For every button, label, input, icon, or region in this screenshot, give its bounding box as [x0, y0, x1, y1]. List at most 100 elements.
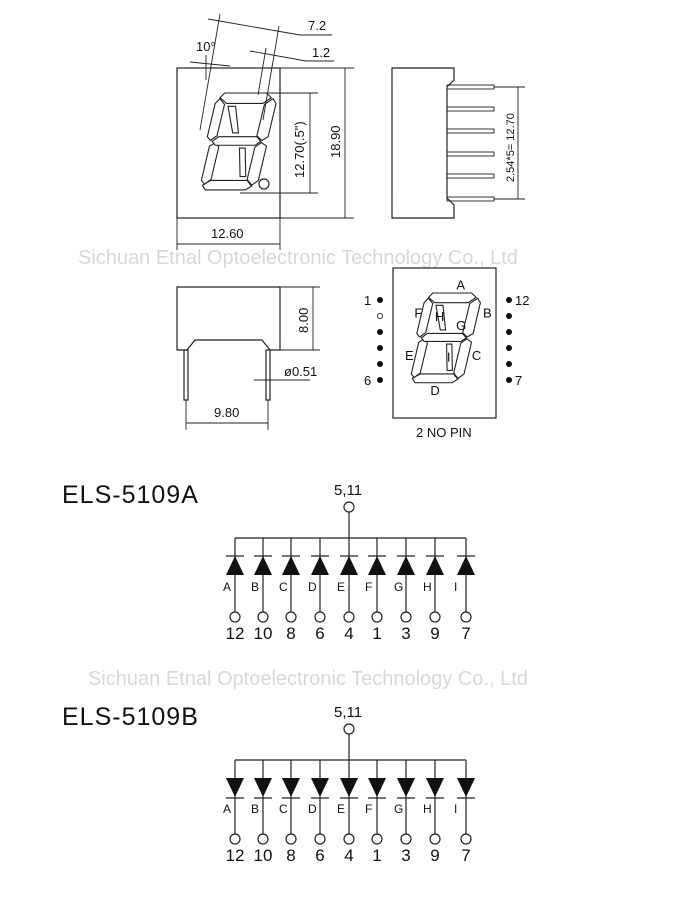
pin-terminal [371, 611, 383, 623]
digit-outline [200, 92, 277, 191]
pin-number: 10 [254, 624, 273, 643]
segment-label-b: B [483, 306, 492, 321]
side-pin [446, 151, 495, 157]
pin-dot [506, 313, 512, 319]
dim-width: 12.60 [211, 226, 244, 241]
dim-pin-diameter: ø0.51 [284, 364, 317, 379]
pin-number: 10 [254, 846, 273, 865]
diode-d: D6 [308, 538, 329, 643]
pin-terminal [400, 833, 412, 845]
pin-number-right: 7 [515, 373, 522, 388]
segment-d [411, 373, 459, 384]
pin-number: 1 [372, 624, 381, 643]
pin-terminal [343, 833, 355, 845]
segment-label: B [251, 802, 259, 816]
pin-terminal [229, 833, 241, 845]
pin-number-left: 1 [364, 293, 371, 308]
pin-terminal [285, 833, 297, 845]
pin-dot [377, 297, 383, 303]
pin-number: 7 [461, 846, 470, 865]
pin-number: 4 [344, 846, 353, 865]
pin-number: 7 [461, 624, 470, 643]
diode-e: E4 [337, 760, 358, 865]
diode-e: E4 [337, 538, 358, 643]
segment-f [416, 297, 434, 338]
segment-label: D [308, 580, 317, 594]
angle-label: 10° [196, 39, 216, 54]
pin-number: 1 [372, 846, 381, 865]
common-pin-label: 5,11 [334, 482, 362, 499]
segment-label-i: I [447, 350, 451, 365]
dim-pin-span: 9.80 [214, 405, 239, 420]
segment-label-c: C [472, 348, 481, 363]
pin-number: 8 [286, 624, 295, 643]
pin-dot [506, 297, 512, 303]
diode-a: A12 [223, 760, 244, 865]
segment-label: I [454, 802, 457, 816]
segment-label: I [454, 580, 457, 594]
pin-terminal [400, 611, 412, 623]
diode-h: H9 [423, 538, 444, 643]
pitch-label: 2.54*5= 12.70 [505, 113, 517, 182]
common-terminal [343, 723, 355, 735]
pin-dot [506, 345, 512, 351]
pin-dot [506, 361, 512, 367]
pin-terminal [371, 833, 383, 845]
diode-b: B 10 [251, 538, 272, 643]
diode-c: C8 [279, 760, 300, 865]
pin-terminal [314, 611, 326, 623]
dim-1-2: 1.2 [312, 45, 330, 60]
segment-label: E [337, 580, 345, 594]
dim-height: 18.90 [328, 125, 343, 158]
diode-i: I7 [454, 538, 475, 643]
segment-label: B [251, 580, 259, 594]
diode-i: I7 [454, 760, 475, 865]
diode-c: C8 [279, 538, 300, 643]
diode-f: F1 [365, 538, 386, 643]
pin-number: 6 [315, 624, 324, 643]
diode-g: G3 [394, 760, 415, 865]
pin-terminal [257, 611, 269, 623]
diode-f: F1 [365, 760, 386, 865]
diode-b: B 10 [251, 760, 272, 865]
segment-h [227, 105, 240, 134]
bottom-view: 8.00 ø0.51 9.80 [176, 286, 320, 430]
pin-terminal [460, 833, 472, 845]
segment-label: A [223, 580, 231, 594]
side-pin [446, 196, 495, 202]
segment-label-f: F [414, 306, 422, 321]
common-terminal [343, 501, 355, 513]
watermark-2: Sichuan Etnal Optoelectronic Technology … [88, 668, 528, 690]
segment-b [256, 97, 277, 142]
segment-label: H [423, 802, 432, 816]
dim-digit-height: 12.70(.5") [292, 121, 307, 178]
pin-dot [377, 345, 383, 351]
segment-c [246, 141, 268, 186]
segment-i [238, 147, 247, 178]
segment-label-h: H [435, 309, 444, 324]
pin-number: 9 [430, 846, 439, 865]
segment-e [200, 141, 220, 185]
segment-label: E [337, 802, 345, 816]
pin-terminal [460, 611, 472, 623]
no-pin-marker [376, 312, 384, 320]
segment-label: G [394, 580, 403, 594]
segment-label: F [365, 580, 372, 594]
pin-number: 4 [344, 624, 353, 643]
pin-terminal [429, 611, 441, 623]
segment-g [420, 332, 467, 342]
pin-number-left: 6 [364, 373, 371, 388]
side-pin [446, 173, 495, 179]
segment-label: D [308, 802, 317, 816]
segment-label: C [279, 802, 288, 816]
segment-a [219, 92, 273, 104]
segment-label: F [365, 802, 372, 816]
circuit-title-a: ELS-5109A [62, 481, 199, 509]
pin-terminal [343, 611, 355, 623]
pin-terminal [229, 611, 241, 623]
pin-terminal [429, 833, 441, 845]
pin-terminal [257, 833, 269, 845]
